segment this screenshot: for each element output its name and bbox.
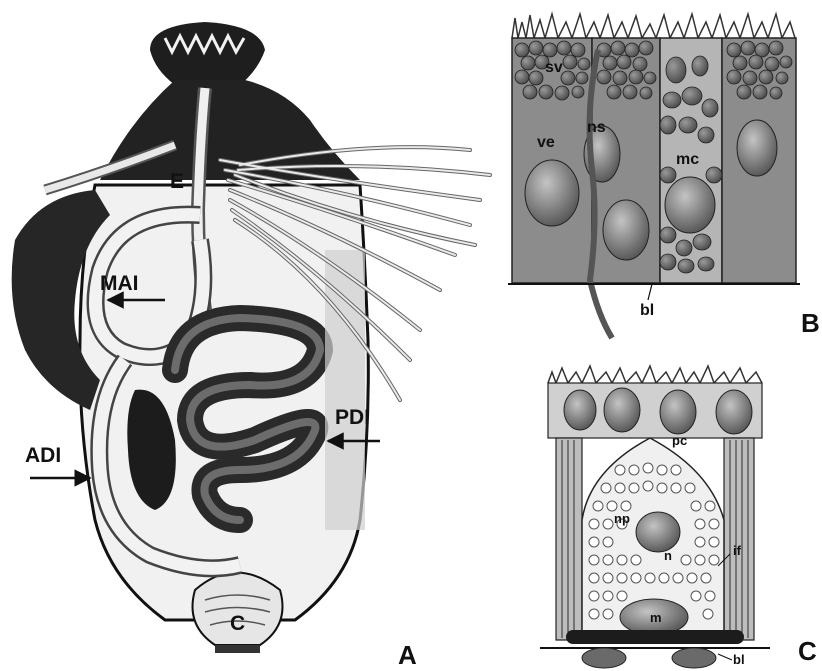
- label-np: np: [614, 511, 630, 526]
- label-mc: mc: [676, 151, 699, 168]
- label-bl-c: bl: [733, 652, 745, 667]
- label-adi: ADI: [25, 444, 61, 467]
- label-e: E: [170, 170, 184, 193]
- label-pdi: PDI: [335, 406, 370, 429]
- microvilli-c: [548, 366, 762, 383]
- nucleus-3: [603, 200, 649, 260]
- panel-letter-b: B: [801, 308, 820, 338]
- panel-letter-a: A: [398, 640, 417, 670]
- right-fiber-cell: [724, 438, 754, 640]
- panel-c-drawing: pc np n if m bl C: [540, 366, 817, 668]
- basal-cell-left: [582, 648, 626, 668]
- nucleus-4: [737, 120, 777, 176]
- label-bl-b: bl: [640, 302, 654, 319]
- apical-nucleus-4: [716, 390, 752, 434]
- right-gland-strip: [325, 250, 365, 530]
- label-if: if: [733, 543, 742, 558]
- label-c: C: [230, 612, 245, 635]
- nucleus-ve: [525, 160, 579, 226]
- label-ns: ns: [587, 119, 606, 136]
- label-n: n: [664, 548, 672, 563]
- head-region: [150, 22, 265, 85]
- apical-nucleus-1: [564, 390, 596, 430]
- basal-band: [566, 630, 744, 644]
- panel-b-drawing: sv ve ns mc bl B: [508, 14, 820, 338]
- apical-nucleus-pc: [660, 390, 696, 434]
- nucleus-n: [636, 512, 680, 552]
- label-sv: sv: [545, 59, 563, 76]
- nucleus-mc: [665, 177, 715, 233]
- microvilli-b: [512, 14, 795, 38]
- label-mai: MAI: [100, 272, 139, 295]
- panel-letter-c: C: [798, 636, 817, 666]
- basal-cell-right: [672, 648, 716, 668]
- panel-a-drawing: E MAI ADI PDI C A: [12, 22, 490, 670]
- apical-nucleus-2: [604, 388, 640, 432]
- label-ve: ve: [537, 134, 555, 151]
- label-pc: pc: [672, 433, 687, 448]
- label-m: m: [650, 610, 662, 625]
- left-fiber-cell: [556, 438, 582, 640]
